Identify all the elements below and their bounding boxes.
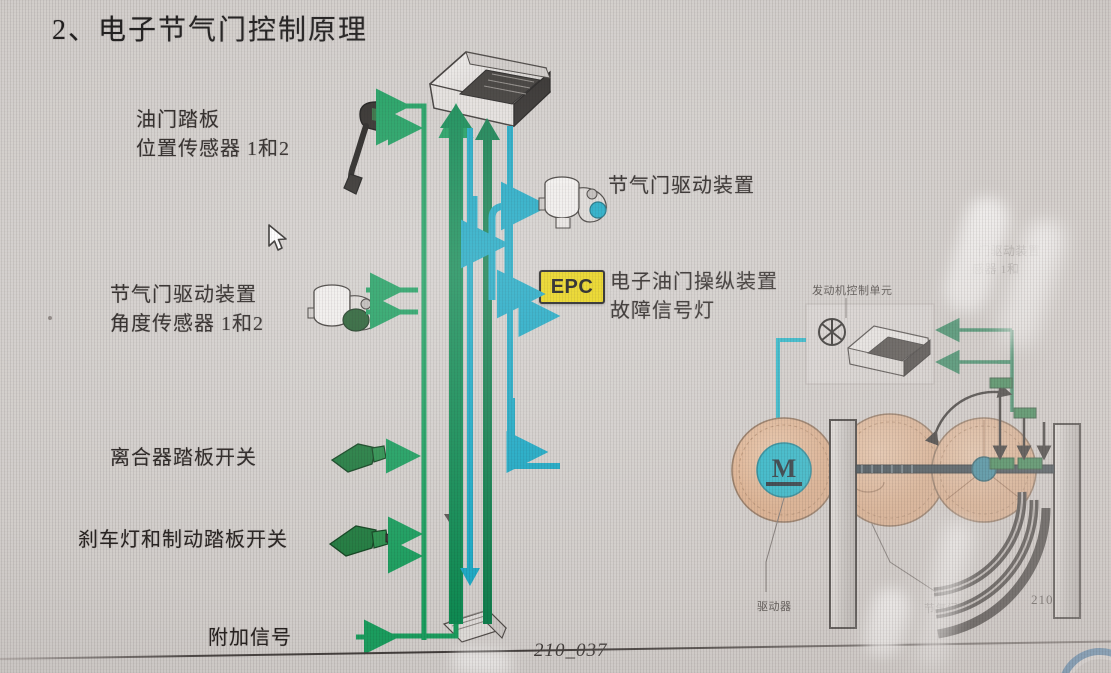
brake-switch-icon [328,525,397,557]
inset-housing-plate [829,419,857,629]
trunk-green-a [400,103,427,640]
branch-to-throttle-actuator [488,181,550,300]
clutch-switch-icon [330,443,387,473]
inset-ecu-box [805,303,935,385]
inset-motor-symbol: M [756,442,812,498]
accelerator-pedal-icon [343,101,391,195]
arrow-into-ecu-second [475,118,500,624]
svg-text:M: M [772,454,797,483]
input-arrows-green [376,88,474,640]
throttle-actuator-cutaway-inset: M [722,262,1111,639]
inset-housing-plate-right [1053,423,1081,619]
mouse-cursor [268,224,290,254]
throttle-actuator-icon [538,176,607,229]
teal-elbow-lower [506,295,561,473]
ecu-module-icon [429,51,551,128]
